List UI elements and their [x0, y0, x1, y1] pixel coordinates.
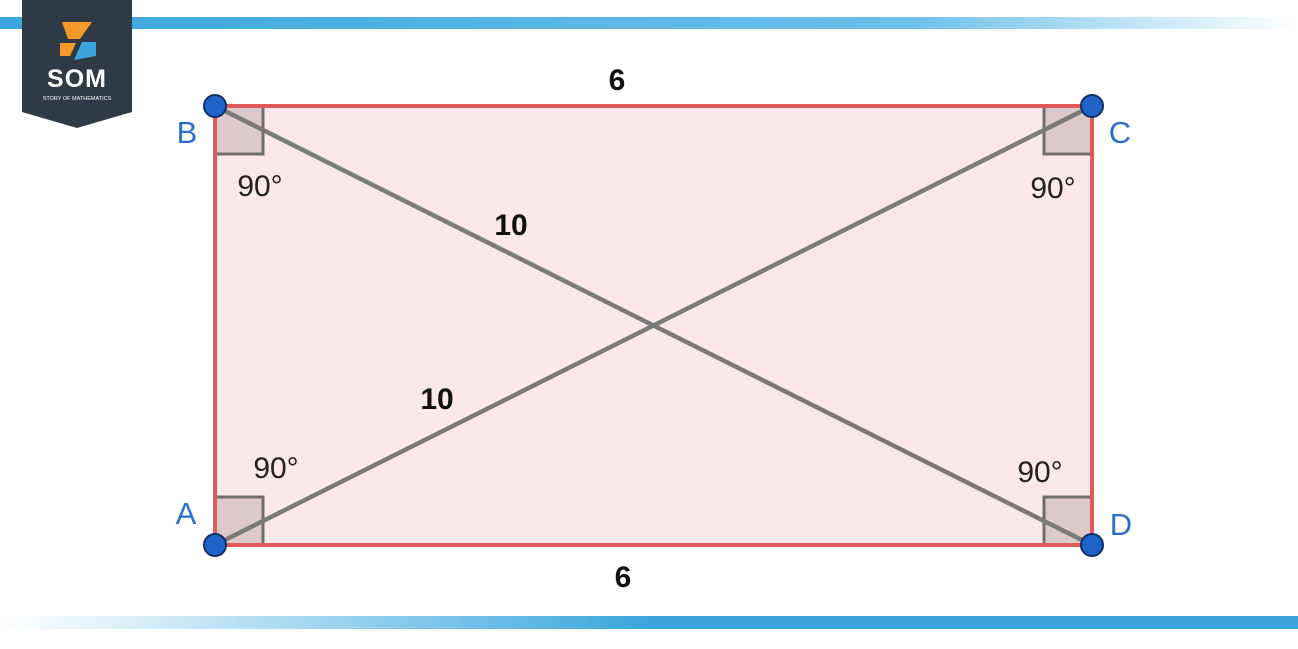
diagonal-label-ac: 10 [420, 383, 453, 416]
vertex-label-d: D [1110, 507, 1132, 542]
diagonal-label-bd: 10 [494, 209, 527, 242]
logo-tagline: STORY OF MATHEMATICS [43, 96, 112, 102]
vertex-label-c: C [1109, 115, 1131, 150]
logo-abbr: SOM [47, 65, 107, 93]
vertex-point-c [1080, 94, 1104, 118]
side-label-bottom: 6 [615, 561, 632, 594]
vertex-point-a [203, 533, 227, 557]
logo-blue-shape [74, 42, 96, 60]
angle-label-c: 90° [1030, 172, 1075, 205]
bottom-band [0, 616, 1298, 629]
som-logo: SOM STORY OF MATHEMATICS [22, 0, 132, 128]
angle-label-a: 90° [253, 452, 298, 485]
logo-orange-shape [62, 22, 92, 39]
vertex-point-b [203, 94, 227, 118]
vertex-label-a: A [176, 496, 197, 531]
logo-banner [22, 0, 132, 128]
angle-label-d: 90° [1017, 456, 1062, 489]
angle-label-b: 90° [237, 170, 282, 203]
rectangle-outline [213, 104, 1094, 547]
side-label-top: 6 [609, 64, 626, 97]
vertex-label-b: B [177, 115, 198, 150]
vertex-point-d [1080, 533, 1104, 557]
top-band [0, 17, 1298, 29]
logo-orange-shape-lower [60, 43, 76, 56]
diagonal-ac [213, 103, 1094, 548]
